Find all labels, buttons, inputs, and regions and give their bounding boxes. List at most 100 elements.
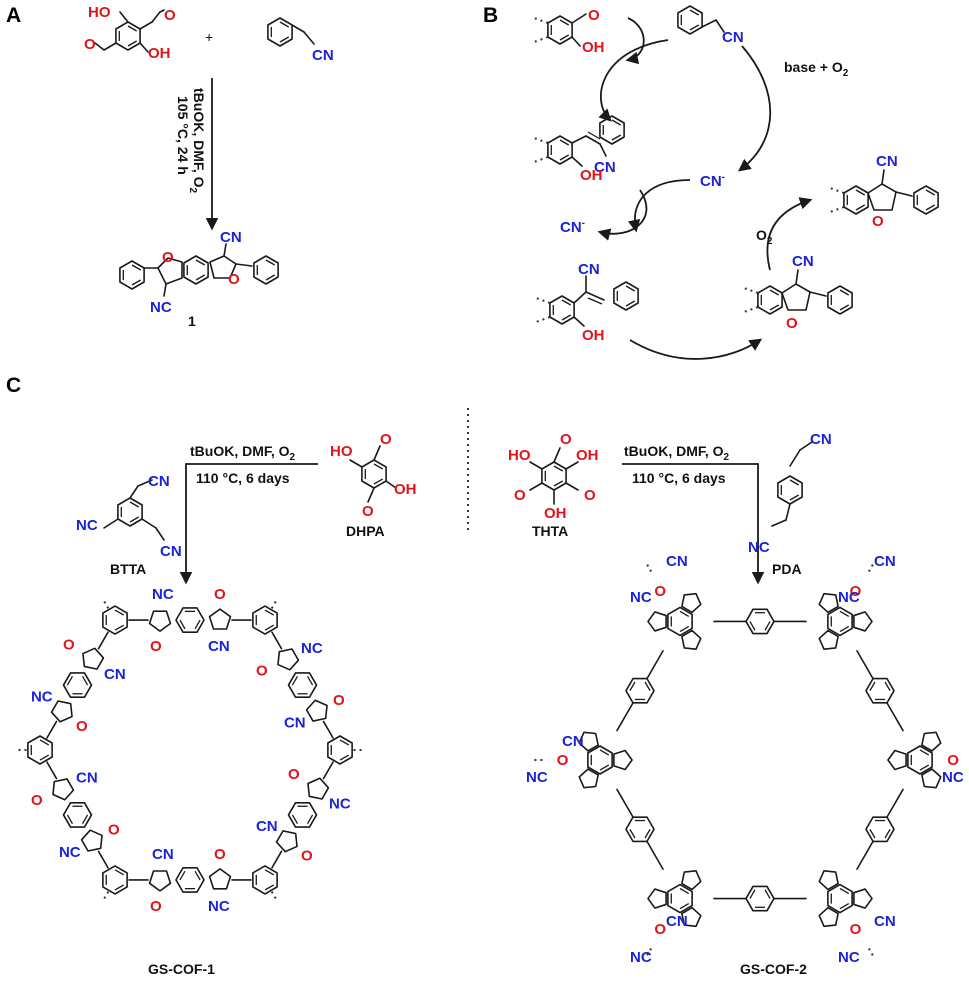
reaction-arrow-right (622, 463, 765, 585)
cn-label: NC (748, 539, 770, 556)
o-label: O (786, 315, 798, 332)
cof2-label: GS-COF-2 (740, 961, 807, 977)
o-label: O (947, 752, 959, 769)
svg-text:tBuOK, DMF, O2: tBuOK, DMF, O2 (187, 88, 207, 194)
o-label: O (76, 718, 88, 735)
furan-ring (921, 731, 942, 752)
furan-ring (681, 629, 702, 650)
curved-arrow (737, 45, 772, 172)
benzofuran-product: O CN (829, 153, 939, 230)
cn-label: CN (810, 431, 832, 448)
o-label: O (588, 7, 600, 24)
base-conditions: base + O2 (784, 59, 849, 79)
furan-ring (307, 777, 330, 800)
furan-ring (921, 768, 942, 789)
o-label: O (850, 583, 862, 600)
cn-label: CN (220, 229, 242, 246)
benzotrifuran-core (827, 606, 853, 637)
phenylene-ring (745, 885, 775, 912)
cn-label: NC (526, 769, 548, 786)
right-conditions-2: 110 °C, 6 days (632, 470, 726, 486)
o-label: O (654, 583, 666, 600)
cn-label: CN (284, 714, 306, 731)
furan-ring (275, 830, 298, 853)
o-label: O (850, 921, 862, 938)
o-label: O (214, 586, 226, 603)
left-conditions: tBuOK, DMF, O2 (190, 443, 296, 463)
cof1-label: GS-COF-1 (148, 961, 215, 977)
cn-label: CN (722, 29, 744, 46)
right-conditions: tBuOK, DMF, O2 (624, 443, 730, 463)
conditions-a-2: 105 °C, 24 h (175, 96, 191, 175)
btta-monomer: CN NC CN BTTA (76, 473, 182, 577)
cn-label: NC (152, 586, 174, 603)
cn-label: NC (942, 769, 964, 786)
pda-monomer: CN NC PDA (748, 431, 832, 577)
cn-label: NC (208, 898, 230, 915)
reactant-dhta: HO OH O O (84, 4, 176, 62)
benzene-ring (252, 605, 278, 635)
cn-label: CN (874, 913, 896, 930)
cn-label: CN (874, 553, 896, 570)
o-label: O (514, 487, 526, 504)
furan-ring (818, 906, 839, 928)
furan-ring (681, 906, 702, 928)
cn-label: CN (256, 818, 278, 835)
thta-monomer: O HO OH O O OH THTA (508, 431, 599, 539)
furan-ring (578, 768, 599, 789)
oh-label: HO (330, 443, 353, 460)
cn-label: NC (31, 688, 53, 705)
cyanide-anion: CN- (560, 218, 585, 236)
panel-label-a: A (6, 4, 21, 27)
o-label: O (162, 249, 174, 266)
oh-label: OH (582, 327, 605, 344)
curved-arrow (629, 338, 763, 360)
oh-label: OH (544, 505, 567, 522)
reactant-phenylacetonitrile: CN (267, 17, 334, 64)
phenylene-ring (865, 677, 895, 704)
left-conditions-2: 110 °C, 6 days (196, 470, 290, 486)
benzotrifuran-core (587, 745, 613, 775)
furan-ring (818, 629, 839, 650)
furan-ring (208, 868, 232, 890)
o-label: O (150, 898, 162, 915)
cn-label: CN (208, 638, 230, 655)
cn-label: NC (76, 517, 98, 534)
oh-label: HO (88, 4, 111, 21)
benzene-ring (102, 865, 128, 895)
benzene-ring (252, 865, 278, 895)
oh-label: OH (582, 39, 605, 56)
cn-label: NC (329, 796, 351, 813)
furan-ring (853, 611, 873, 632)
benzotrifuran-core (667, 883, 693, 914)
furan-ring (681, 592, 702, 614)
furan-ring (818, 592, 839, 614)
dhpa-label: DHPA (346, 523, 385, 539)
cn-label: NC (301, 640, 323, 657)
cn-label: CN (160, 543, 182, 560)
cn-label: CN (76, 770, 98, 787)
o-label: O (150, 638, 162, 655)
benzotrifuran-core (907, 745, 933, 775)
cn-label: CN (152, 846, 174, 863)
furan-ring (208, 608, 232, 630)
furan-ring (305, 699, 328, 722)
oh-label: HO (508, 447, 531, 464)
furan-ring (647, 888, 667, 909)
phenylene-ring (625, 677, 655, 704)
benzotrifuran-core (667, 606, 693, 637)
cn-label: NC (630, 949, 652, 966)
cn-label: CN (666, 913, 688, 930)
benzotrifuran-core (827, 883, 853, 914)
benzene-ring (175, 866, 205, 893)
phenylene-ring (745, 608, 775, 635)
furan-ring (52, 778, 75, 801)
benzene-ring (62, 802, 93, 828)
o-label: O (560, 431, 572, 448)
o-label: O (108, 822, 120, 839)
benzene-ring (27, 735, 53, 765)
conditions-a: tBuOK, DMF, O2 (187, 88, 207, 194)
furan-ring (887, 749, 907, 771)
cn-label: CN (312, 47, 334, 64)
